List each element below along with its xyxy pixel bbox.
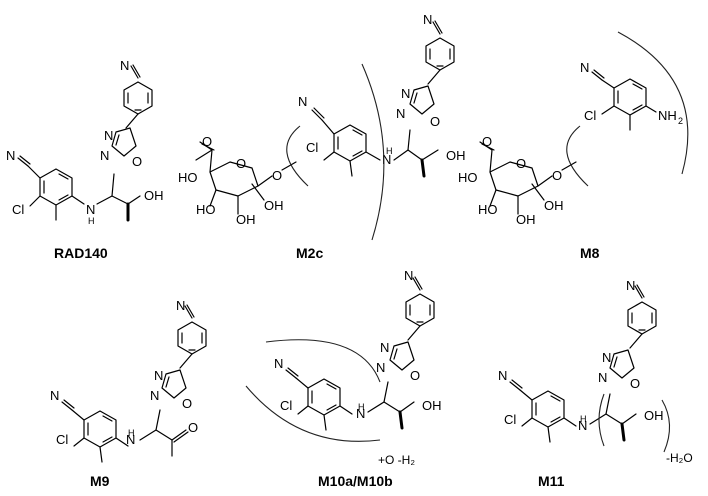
atom-n: N xyxy=(598,370,607,385)
atom-h: H xyxy=(88,216,95,226)
atom-o: O xyxy=(430,114,440,129)
atom-n: N xyxy=(120,58,129,73)
atom-oh: OH xyxy=(264,198,284,213)
cleavage-arc xyxy=(286,125,309,187)
atom-ho: HO xyxy=(478,202,498,217)
atom-n: N xyxy=(626,278,635,293)
atom-nh: N xyxy=(578,418,587,433)
atom-o: O xyxy=(516,156,526,171)
m10-structure: N N N O N Cl N H OH xyxy=(245,268,442,442)
atom-h: H xyxy=(386,146,393,156)
atom-nh2: NH xyxy=(658,108,677,123)
atom-o: O xyxy=(482,134,492,149)
m11-structure: N N N O N Cl N H OH xyxy=(498,278,671,453)
annotation-m11: -H₂O xyxy=(666,451,693,465)
atom-n: N xyxy=(298,94,307,109)
cleavage-arc xyxy=(617,31,689,175)
atom-o: O xyxy=(202,134,212,149)
caption-rad140: RAD140 xyxy=(54,245,108,261)
atom-ho: HO xyxy=(196,202,216,217)
caption-m8: M8 xyxy=(580,245,600,261)
rad140-structure: N N N O N Cl N H OH xyxy=(6,58,164,226)
atom-n: N xyxy=(104,128,113,143)
atom-cl: Cl xyxy=(306,140,318,155)
atom-o: O xyxy=(552,168,562,183)
caption-m9: M9 xyxy=(90,473,110,489)
atom-ho: HO xyxy=(178,170,198,185)
atom-h: H xyxy=(128,428,135,438)
atom-n: N xyxy=(6,148,15,163)
atom-oh: OH xyxy=(544,198,564,213)
atom-n: N xyxy=(498,368,507,383)
atom-n: N xyxy=(100,148,109,163)
atom-oh: OH xyxy=(516,212,536,227)
atom-o: O xyxy=(132,154,142,169)
atom-cl: Cl xyxy=(584,108,596,123)
atom-oh: OH xyxy=(144,188,164,203)
cleavage-arc xyxy=(361,63,385,241)
cleavage-arc xyxy=(566,125,589,187)
atom-cl: Cl xyxy=(56,432,68,447)
atom-n: N xyxy=(580,60,589,75)
atom-cl: Cl xyxy=(280,398,292,413)
bracket-left xyxy=(598,393,605,447)
atom-n: N xyxy=(150,388,159,403)
atom-n: N xyxy=(401,86,410,101)
atom-n: N xyxy=(423,12,432,27)
modification-arc xyxy=(245,385,381,442)
m8-structure: N Cl NH 2 O O HO O HO OH OH xyxy=(458,31,689,227)
atom-o: O xyxy=(272,168,282,183)
bracket-right xyxy=(661,399,671,453)
atom-ho: HO xyxy=(458,170,478,185)
atom-cl: Cl xyxy=(12,202,24,217)
atom-n: N xyxy=(380,340,389,355)
atom-oh: OH xyxy=(446,148,466,163)
atom-o: O xyxy=(410,368,420,383)
atom-oh: OH xyxy=(236,212,256,227)
m9-structure: N N N O N Cl N H O xyxy=(50,298,207,463)
atom-o: O xyxy=(236,156,246,171)
m2c-structure: N N N O N Cl N H OH O O HO O HO xyxy=(178,12,466,241)
modification-arc xyxy=(265,339,381,383)
atom-nh: N xyxy=(356,406,365,421)
atom-oh: OH xyxy=(422,398,442,413)
atom-h: H xyxy=(580,414,587,424)
atom-n: N xyxy=(404,268,413,283)
atom-o: O xyxy=(630,376,640,391)
atom-n: N xyxy=(176,298,185,313)
atom-n: N xyxy=(154,368,163,383)
atom-nh: N xyxy=(382,152,391,167)
atom-h: H xyxy=(358,402,365,412)
annotation-m10: +O -H₂ xyxy=(378,453,415,467)
atom-o: O xyxy=(188,420,198,435)
atom-nh: N xyxy=(86,202,95,217)
atom-cl: Cl xyxy=(504,412,516,427)
atom-n: N xyxy=(602,350,611,365)
atom-n: N xyxy=(274,356,283,371)
caption-m10: M10a/M10b xyxy=(318,473,393,489)
atom-nh: N xyxy=(126,432,135,447)
atom-sub-2: 2 xyxy=(678,116,683,126)
atom-n: N xyxy=(50,388,59,403)
atom-n: N xyxy=(396,106,405,121)
caption-m2c: M2c xyxy=(296,245,323,261)
atom-o: O xyxy=(182,396,192,411)
atom-n: N xyxy=(376,360,385,375)
atom-oh: OH xyxy=(644,408,664,423)
caption-m11: M11 xyxy=(538,473,565,489)
